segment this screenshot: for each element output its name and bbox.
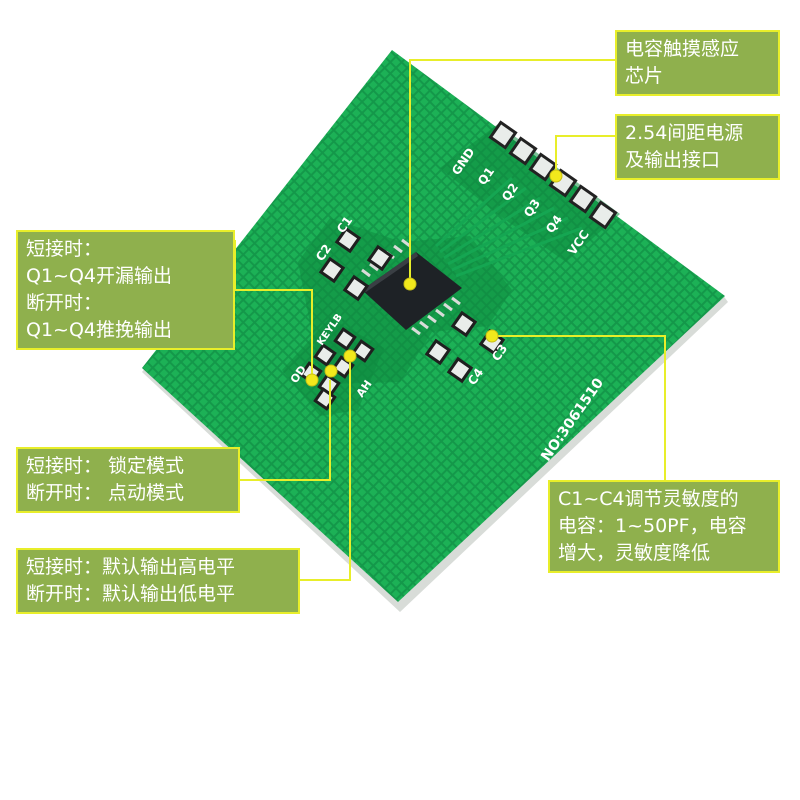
markers xyxy=(305,169,563,387)
label-line: 断开时：默认输出低电平 xyxy=(26,583,236,605)
label-line: 断开时： 点动模式 xyxy=(26,482,185,504)
label-line: 增大，灵敏度降低 xyxy=(558,542,711,564)
ic-chip xyxy=(361,238,462,336)
marker-dot xyxy=(305,373,319,387)
lock-mode-label: 短接时： 锁定模式 断开时： 点动模式 xyxy=(16,447,240,513)
leader-lines xyxy=(234,59,666,581)
label-line: 电容：1~50PF，电容 xyxy=(558,515,747,537)
capacitor-label: C1~C4调节灵敏度的 电容：1~50PF，电容 增大，灵敏度降低 xyxy=(548,480,780,573)
label-line: Q1~Q4开漏输出 xyxy=(26,265,173,287)
label-line: 2.54间距电源 xyxy=(625,122,744,144)
marker-dot xyxy=(324,364,338,378)
output-mode-label: 短接时： Q1~Q4开漏输出 断开时： Q1~Q4推挽输出 xyxy=(16,230,235,350)
marker-dot xyxy=(403,277,417,291)
header-label: 2.54间距电源 及输出接口 xyxy=(615,114,780,180)
traces xyxy=(434,176,583,278)
label-line: C1~C4调节灵敏度的 xyxy=(558,488,739,510)
chip-label: 电容触摸感应 芯片 xyxy=(615,30,780,96)
label-line: 断开时： xyxy=(26,292,103,314)
marker-dot xyxy=(485,329,499,343)
marker-dot xyxy=(343,349,357,363)
marker-dot xyxy=(549,169,563,183)
label-line: 短接时： xyxy=(26,238,103,260)
label-line: 及输出接口 xyxy=(625,149,721,171)
label-line: 芯片 xyxy=(625,65,664,87)
label-line: 短接时：默认输出高电平 xyxy=(26,556,236,578)
level-label: 短接时：默认输出高电平 断开时：默认输出低电平 xyxy=(16,548,300,614)
label-line: 短接时： 锁定模式 xyxy=(26,455,185,477)
label-line: Q1~Q4推挽输出 xyxy=(26,319,173,341)
label-line: 电容触摸感应 xyxy=(625,38,740,60)
header-pads xyxy=(488,120,618,230)
